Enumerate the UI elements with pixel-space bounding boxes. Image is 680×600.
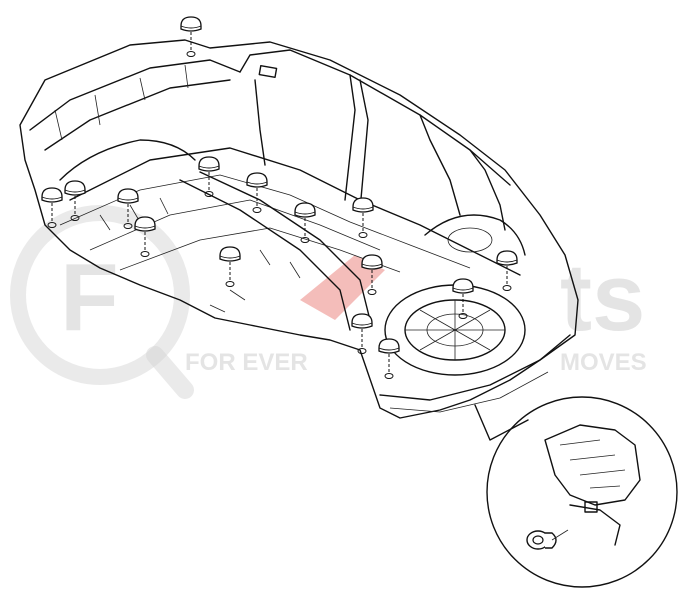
plug-cowl-left bbox=[41, 187, 63, 228]
cowl-clip-icon bbox=[258, 64, 278, 79]
callout-circle bbox=[486, 396, 678, 588]
watermark-brand-left: F bbox=[60, 244, 119, 351]
plug-rear-right bbox=[496, 250, 518, 291]
watermark-tagline-left: FOR EVER bbox=[185, 349, 308, 376]
plug-center-1 bbox=[246, 172, 268, 213]
watermark-brand-right: ts bbox=[560, 244, 645, 351]
watermark-magnifier-handle bbox=[146, 346, 194, 399]
watermark-tagline-right: MOVES bbox=[560, 349, 647, 376]
plug-mid-left-2 bbox=[219, 246, 241, 287]
plug-mid-left-1 bbox=[134, 216, 156, 257]
plug-rear-center bbox=[351, 313, 373, 354]
vehicle-body bbox=[19, 39, 579, 419]
watermark-accent-mark bbox=[300, 255, 385, 320]
watermark-magnifier-icon bbox=[10, 205, 190, 385]
grommet-part-icon bbox=[526, 530, 557, 550]
callout-detail bbox=[486, 396, 678, 588]
plug-front-center bbox=[198, 156, 220, 197]
plug-grommets bbox=[41, 16, 518, 379]
plug-rear-spare bbox=[452, 278, 474, 319]
plug-rear-bottom bbox=[378, 338, 400, 379]
watermark: F ts FOR EVER MOVES bbox=[10, 205, 647, 399]
plug-front-left-2 bbox=[117, 188, 139, 229]
plug-cowl-top bbox=[180, 16, 202, 57]
plug-front-left-1 bbox=[64, 180, 86, 221]
plug-center-4 bbox=[361, 254, 383, 295]
plug-center-3 bbox=[352, 197, 374, 238]
plug-center-2 bbox=[294, 202, 316, 243]
callout-leader-line bbox=[474, 404, 529, 441]
